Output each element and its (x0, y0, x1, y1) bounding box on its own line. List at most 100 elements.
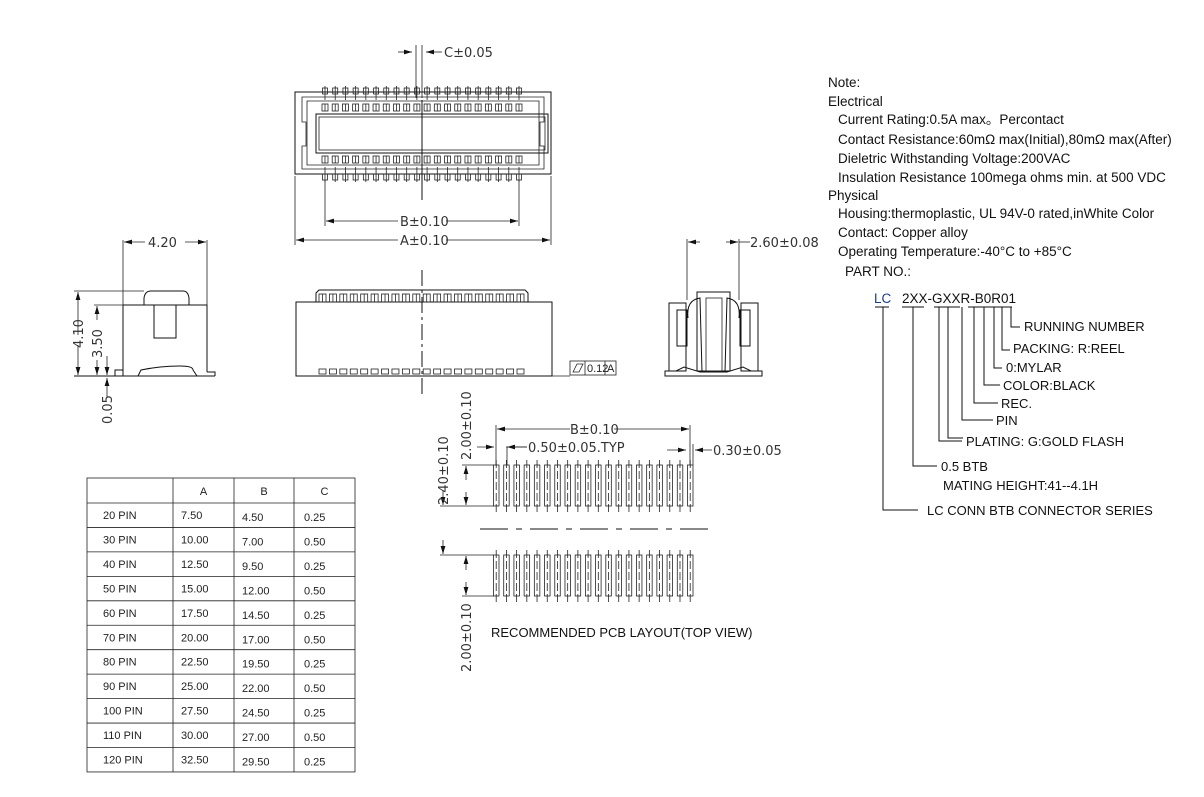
front-contact-bottom (474, 368, 483, 375)
pcb-pad (646, 550, 653, 602)
table-cell: 110 PIN (103, 730, 142, 742)
table-cell: 0.25 (304, 610, 325, 622)
table-header-cell: B (260, 486, 267, 498)
connector-pin (515, 86, 523, 182)
physical-note: Housing:thermoplastic, UL 94V-0 rated,in… (838, 206, 1155, 221)
table-cell: 22.00 (242, 683, 270, 695)
table-cell: 30.00 (181, 730, 209, 742)
side-view: 4.20 4.10 3.50 0.05 (72, 236, 216, 424)
center-slot (315, 113, 549, 154)
pcb-pad (666, 550, 673, 602)
legend-mating-height: MATING HEIGHT:41--4.1H (943, 478, 1098, 493)
front-body (295, 301, 553, 377)
front-contact-top (422, 293, 431, 303)
front-contact-bottom (360, 368, 369, 375)
front-view-top-contacts (318, 293, 525, 303)
table-cell: 20.00 (181, 632, 209, 644)
physical-note: Operating Temperature:-40°C to +85°C (838, 244, 1072, 259)
pcb-pad (584, 550, 592, 602)
table-cell: 7.50 (181, 510, 202, 522)
connector-pin (403, 86, 411, 182)
pcb-pad (564, 550, 571, 602)
flatness-value: 0.12 (587, 363, 608, 375)
top-view: C±0.05 B±0.10 A±0.10 (294, 45, 552, 249)
front-contact-top (412, 293, 421, 303)
pcb-pad (656, 460, 663, 512)
pcb-pad (493, 460, 500, 512)
front-contact-top (349, 293, 358, 303)
front-contact-bottom (516, 368, 525, 375)
pcb-dim-pad-len-bottom-label: 2.00±0.10 (460, 603, 475, 672)
physical-heading: Physical (828, 188, 878, 203)
connector-pin (484, 86, 492, 182)
table-cell: 0.50 (304, 683, 325, 695)
flatness-callout: 0.12 A (569, 360, 617, 376)
dim-width-label: 4.20 (148, 236, 177, 251)
table-cell: 19.50 (242, 659, 270, 671)
table-cell: 12.00 (242, 585, 270, 597)
dim-b-label: B±0.10 (400, 215, 449, 230)
table-cell: 17.00 (242, 634, 270, 646)
table-row: 50 PIN 15.00 12.00 0.50 (103, 583, 325, 597)
front-contact-bottom (464, 368, 473, 375)
electrical-note: Current Rating:0.5A max。Percontact (838, 112, 1064, 127)
table-cell: 0.50 (304, 732, 325, 744)
pcb-pad (676, 550, 684, 602)
table-cell: 0.25 (304, 659, 325, 671)
pcb-pad (564, 460, 571, 512)
pcb-pad (636, 550, 643, 602)
front-contact-bottom (454, 368, 462, 375)
front-contact-top (454, 293, 462, 303)
pcb-pad (615, 550, 622, 602)
front-contact-bottom (318, 368, 327, 375)
front-contact-bottom (339, 368, 348, 375)
front-contact-top (443, 293, 452, 303)
pcb-pad (584, 460, 592, 512)
flatness-icon (572, 363, 584, 373)
table-cell: 0.50 (304, 585, 325, 597)
dim-height-total-label: 4.10 (72, 319, 87, 348)
pcb-pad (595, 550, 602, 602)
pcb-pad (666, 460, 673, 512)
table-cell: 29.50 (242, 757, 270, 769)
pcb-dim-pitch-label: 0.50±0.05.TYP (528, 441, 625, 456)
front-contact-top (329, 293, 337, 303)
pcb-pad (595, 460, 602, 512)
front-contact-bottom (349, 368, 358, 375)
electrical-note: Dieletric Withstanding Voltage:200VAC (838, 151, 1071, 166)
table-cell: 0.25 (304, 561, 325, 573)
table-cell: 50 PIN (103, 583, 137, 595)
electrical-note: Contact Resistance:60mΩ max(Initial),80m… (838, 132, 1172, 147)
pcb-pad (544, 550, 551, 602)
front-contact-top (370, 293, 379, 303)
pcb-pad (625, 550, 633, 602)
front-contact-bottom (381, 368, 389, 375)
table-cell: 0.25 (304, 512, 325, 524)
connector-pin (413, 86, 421, 182)
electrical-heading: Electrical (828, 94, 883, 109)
front-view: 0.12 A (295, 270, 617, 395)
connector-pin (433, 86, 441, 182)
top-view-pins (321, 86, 523, 200)
table-cell: 24.50 (242, 708, 270, 720)
pcb-pads-bottom-row (493, 550, 694, 602)
table-cell: 7.00 (242, 536, 263, 548)
table-cell: 120 PIN (103, 755, 143, 767)
pcb-pad (503, 550, 510, 602)
table-header-cell: A (200, 486, 208, 498)
table-cell: 70 PIN (103, 632, 137, 644)
connector-pin (464, 86, 472, 182)
front-contact-top (401, 293, 410, 303)
legend-pin: PIN (996, 413, 1018, 428)
front-contact-bottom (401, 368, 410, 375)
dim-height-body-label: 3.50 (91, 329, 106, 358)
pcb-caption: RECOMMENDED PCB LAYOUT(TOP VIEW) (491, 625, 752, 640)
table-cell: 15.00 (181, 583, 209, 595)
